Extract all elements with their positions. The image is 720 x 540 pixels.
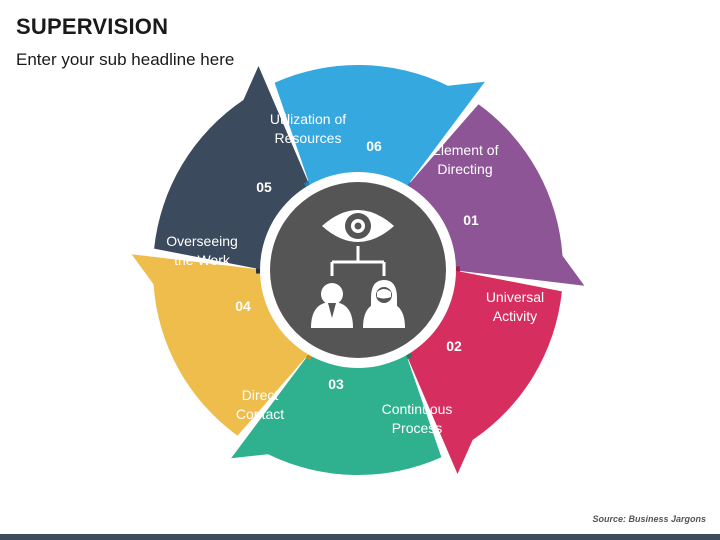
segment-01-number: 01 bbox=[463, 212, 479, 228]
segment-04-label-line1: Direct bbox=[242, 387, 279, 403]
segment-04-label-line2: Contact bbox=[236, 406, 284, 422]
segment-02-shape bbox=[405, 270, 562, 474]
segment-02-label-line1: Universal bbox=[486, 289, 544, 305]
segment-01-label-line1: Element of bbox=[432, 142, 499, 158]
segment-06-label-line2: Resources bbox=[275, 130, 342, 146]
segment-02-number: 02 bbox=[446, 338, 462, 354]
segment-05-label-line2: the Work bbox=[174, 252, 231, 268]
male-user-icon bbox=[311, 283, 353, 328]
segment-03-label-line2: Process bbox=[392, 420, 443, 436]
segment-05-label-line1: Overseeing bbox=[166, 233, 238, 249]
segment-02-label-line2: Activity bbox=[493, 308, 537, 324]
segment-03-number: 03 bbox=[328, 376, 344, 392]
bottom-bar bbox=[0, 534, 720, 540]
eye-icon bbox=[322, 210, 394, 242]
segment-03-label-line1: Continuous bbox=[382, 401, 453, 417]
page-subtitle: Enter your sub headline here bbox=[16, 50, 235, 69]
segment-06-number: 06 bbox=[366, 138, 382, 154]
segment-05-shape bbox=[154, 66, 311, 270]
org-chart-icon bbox=[330, 246, 386, 276]
female-user-icon bbox=[363, 280, 405, 328]
segment-06-label-line1: Utilization of bbox=[270, 111, 346, 127]
segment-06-shape bbox=[274, 64, 485, 189]
page-title: SUPERVISION bbox=[16, 14, 169, 39]
segment-01-label-line2: Directing bbox=[437, 161, 492, 177]
segment-04-number: 04 bbox=[235, 298, 251, 314]
source-note: Source: Business Jargons bbox=[592, 514, 706, 524]
center-hub bbox=[270, 182, 446, 358]
segment-03-shape bbox=[231, 351, 442, 476]
segment-06: Utilization of Resources 06 bbox=[270, 64, 485, 192]
segment-05-number: 05 bbox=[256, 179, 272, 195]
